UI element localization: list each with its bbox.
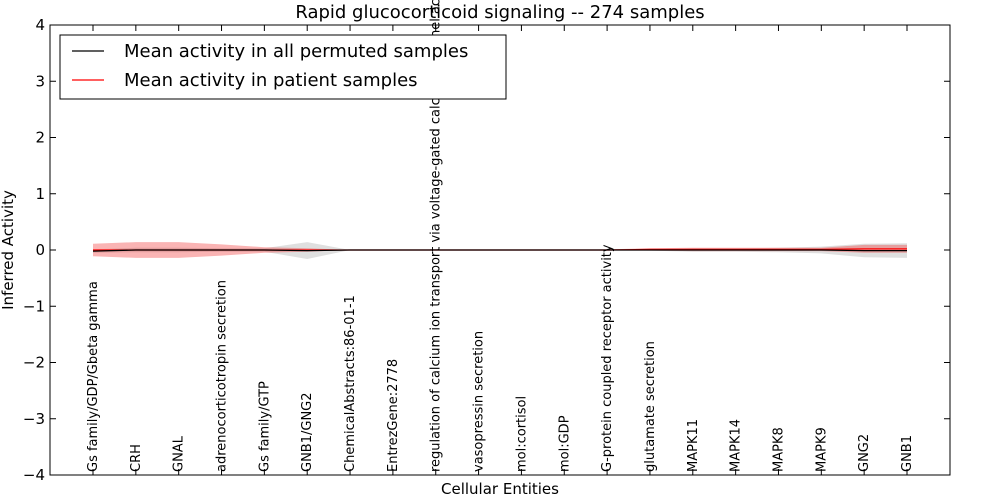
y-axis: 4 3 2 1 0 −1 −2 −3 −4 <box>23 16 950 484</box>
x-tick-label: regulation of calcium ion transport via … <box>429 0 444 472</box>
x-tick-label: GNB1 <box>900 435 915 472</box>
x-tick-label: adrenocorticotropin secretion <box>215 280 230 472</box>
y-tick-label: 2 <box>35 129 45 147</box>
x-tick-label: MAPK8 <box>772 427 787 472</box>
x-tick-label: ChemicalAbstracts:86-01-1 <box>343 295 358 472</box>
x-tick-label: EntrezGene:2778 <box>386 359 401 472</box>
legend-box <box>59 34 507 100</box>
x-tick-label: MAPK11 <box>686 419 701 472</box>
y-tick-label: −4 <box>23 466 45 484</box>
x-tick-label: GNG2 <box>857 434 872 472</box>
y-tick-label: 0 <box>35 241 45 259</box>
x-tick-label: CRH <box>129 444 144 472</box>
x-tick-label: vasopressin secretion <box>472 331 487 472</box>
x-tick-label: G-protein coupled receptor activity <box>600 244 615 472</box>
x-tick-label: Gs family/GDP/Gbeta gamma <box>86 281 101 472</box>
y-tick-label: 3 <box>35 72 45 90</box>
x-tick-label: MAPK9 <box>814 427 829 472</box>
x-tick-label: mol:GDP <box>557 415 572 472</box>
y-tick-label: −2 <box>23 354 45 372</box>
x-tick-label: GNAL <box>172 435 187 472</box>
x-tick-label: MAPK14 <box>729 419 744 472</box>
y-tick-label: 1 <box>35 185 45 203</box>
y-tick-label: −1 <box>23 297 45 315</box>
chart-title: Rapid glucocorticoid signaling -- 274 sa… <box>295 2 704 23</box>
legend: Mean activity in all permuted samples Me… <box>59 34 507 100</box>
x-axis-label: Cellular Entities <box>441 480 559 498</box>
x-tick-label: mol:cortisol <box>514 396 529 472</box>
x-tick-label: GNB1/GNG2 <box>300 392 315 472</box>
y-axis-label: Inferred Activity <box>0 190 17 310</box>
series-line-permuted <box>92 249 907 252</box>
legend-label-permuted: Mean activity in all permuted samples <box>124 41 468 62</box>
y-tick-label: 4 <box>35 16 45 34</box>
x-tick-label: Gs family/GTP <box>257 381 272 472</box>
y-tick-label: −3 <box>23 410 45 428</box>
band-permuted <box>93 242 907 259</box>
x-tick-label: glutamate secretion <box>643 341 658 472</box>
series-lines <box>92 248 907 252</box>
legend-label-patient: Mean activity in patient samples <box>124 70 418 91</box>
